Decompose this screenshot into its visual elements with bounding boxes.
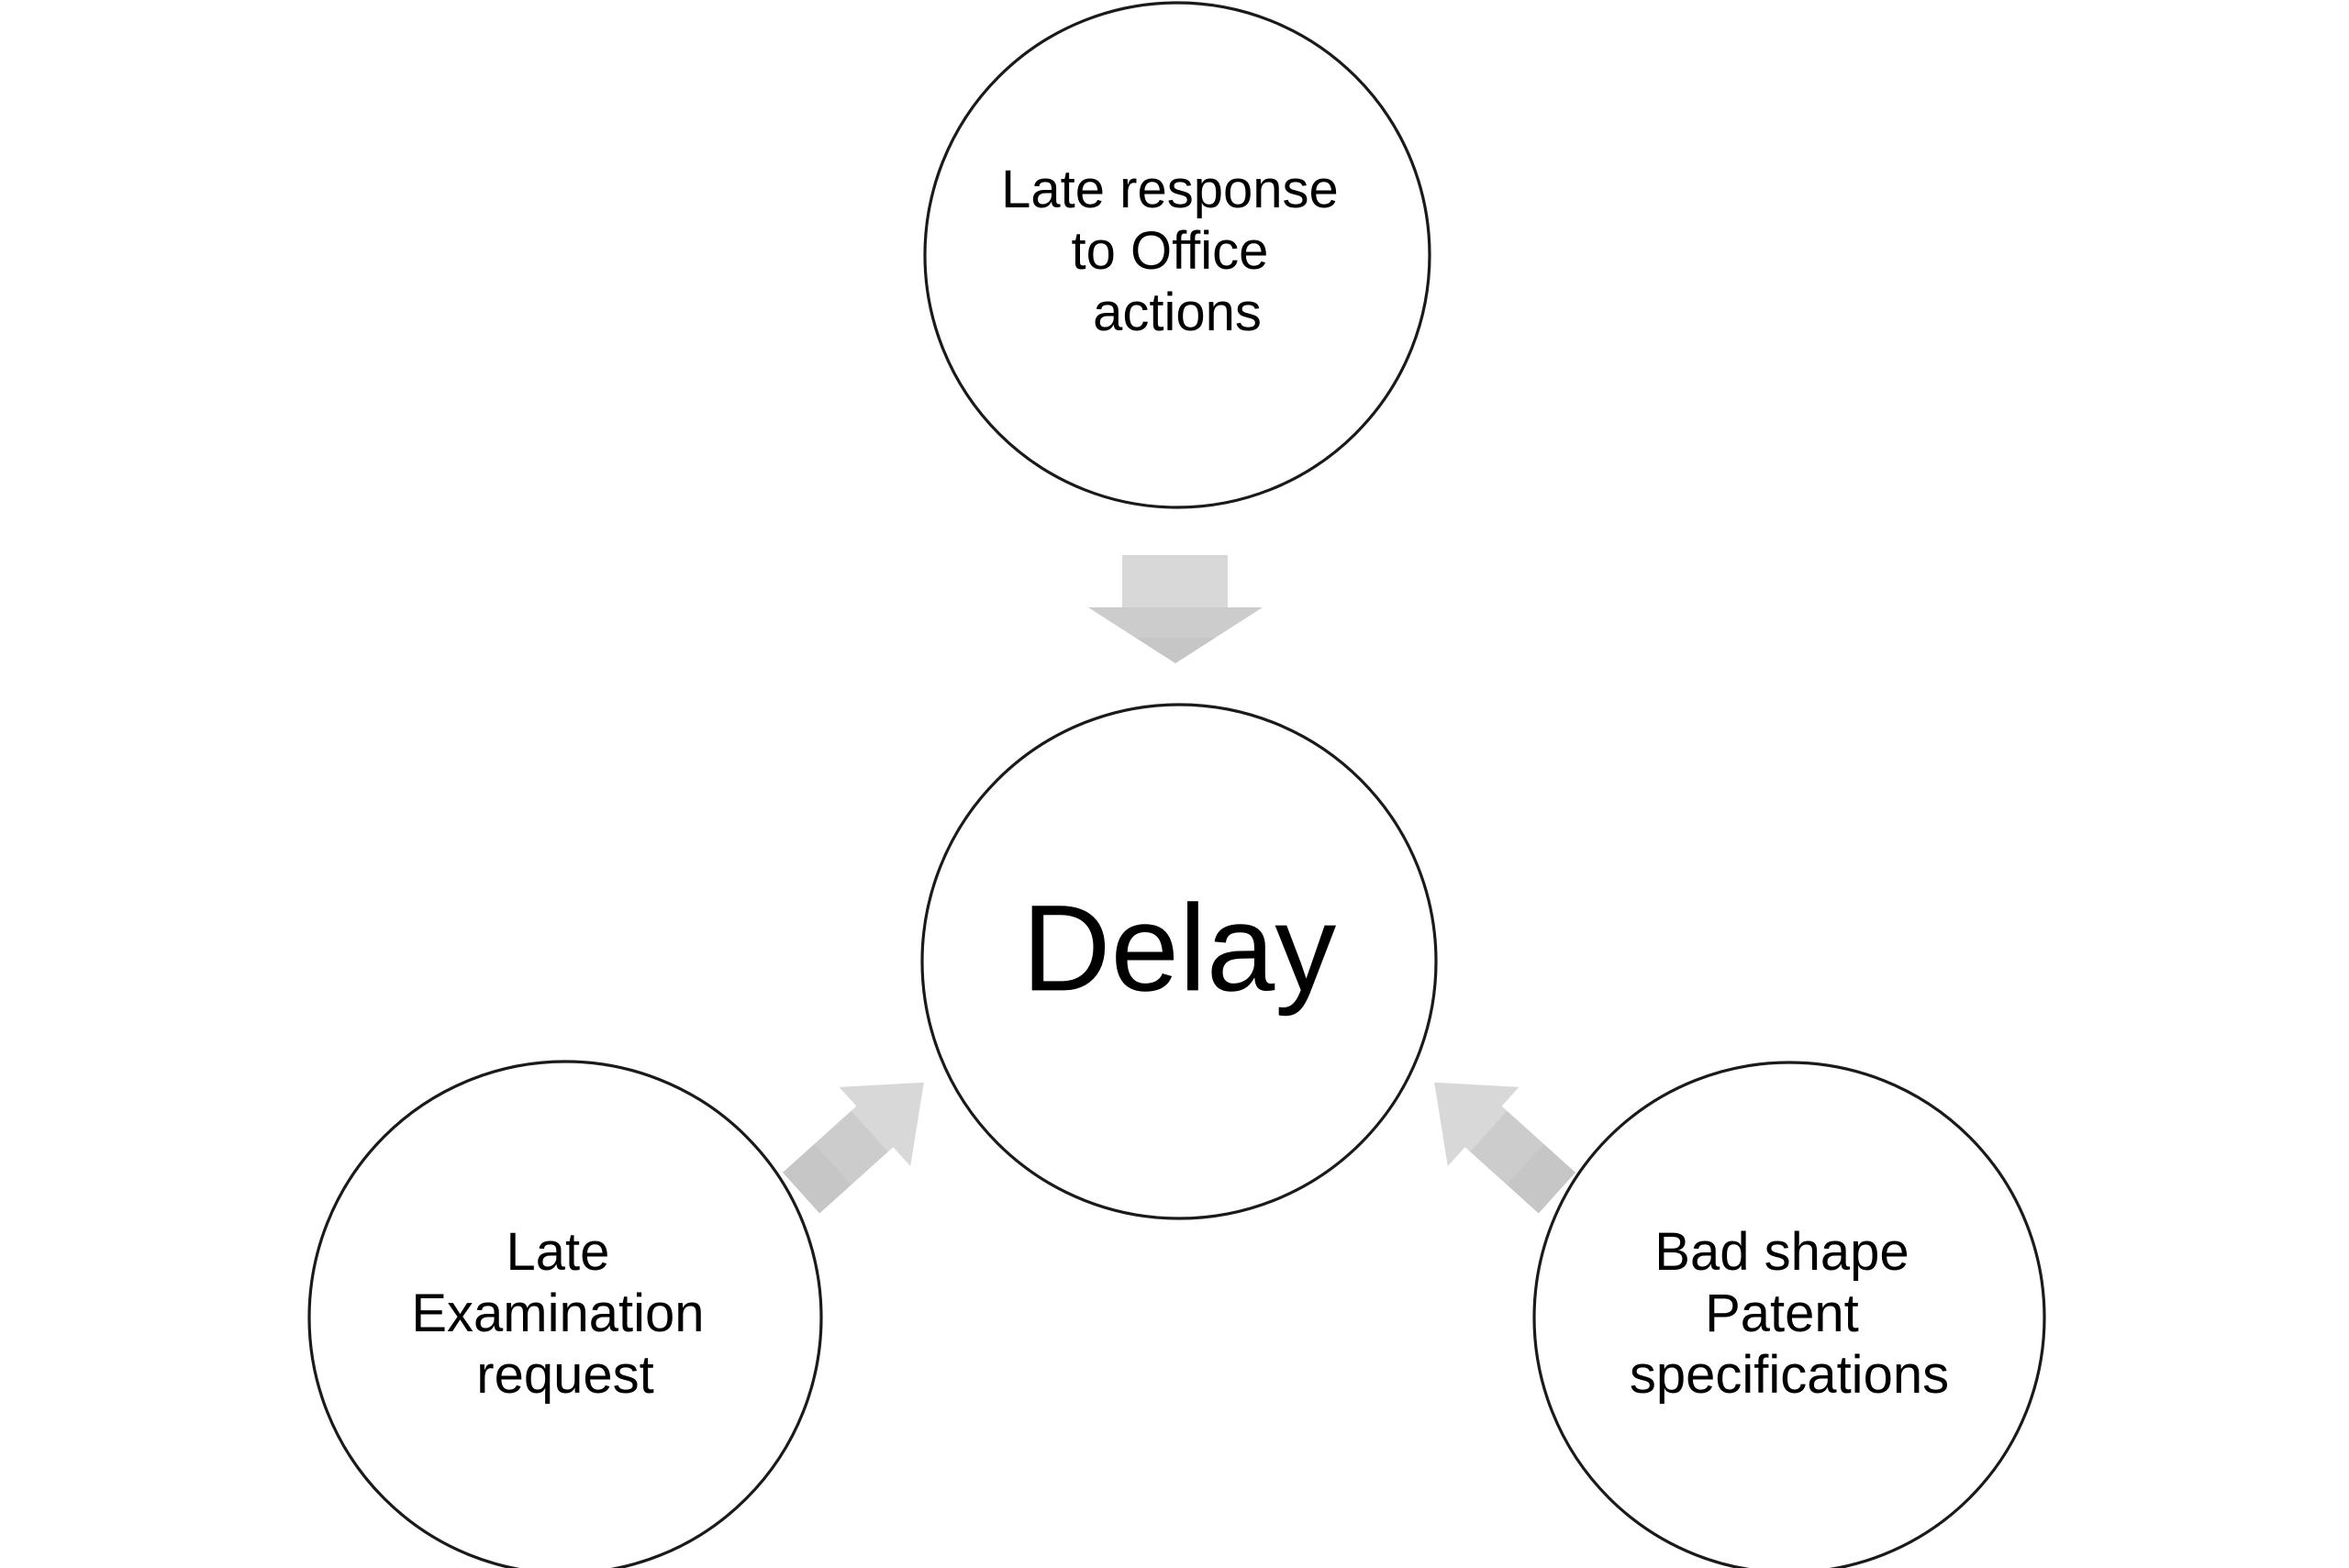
node-delay-circle[interactable] (920, 703, 1438, 1220)
arrow-bottom-left-to-center (783, 1082, 924, 1214)
node-late-examination-request-circle[interactable] (307, 1060, 823, 1568)
node-late-response-label: Late response to Office actions (1001, 160, 1353, 342)
arrow-top-to-center (1088, 555, 1263, 663)
node-late-examination-request-label: Late Examination request (411, 1222, 718, 1405)
node-bad-shape-patent-specifications-circle[interactable] (1532, 1061, 2046, 1568)
node-delay[interactable]: Delay (920, 703, 1438, 1220)
node-late-examination-request[interactable]: Late Examination request (307, 1060, 823, 1568)
arrow-down-icon (1088, 555, 1263, 663)
node-late-response[interactable]: Late response to Office actions (923, 1, 1431, 509)
arrow-bottom-right-to-center (1434, 1082, 1575, 1214)
node-delay-label: Delay (1022, 880, 1337, 1017)
node-bad-shape-patent-specifications-label: Bad shape Patent specifications (1630, 1222, 1949, 1405)
arrow-up-left-icon (1434, 1082, 1575, 1214)
node-late-response-circle[interactable] (923, 1, 1431, 509)
node-bad-shape-patent-specifications[interactable]: Bad shape Patent specifications (1532, 1061, 2046, 1568)
arrow-up-right-icon (783, 1082, 924, 1214)
